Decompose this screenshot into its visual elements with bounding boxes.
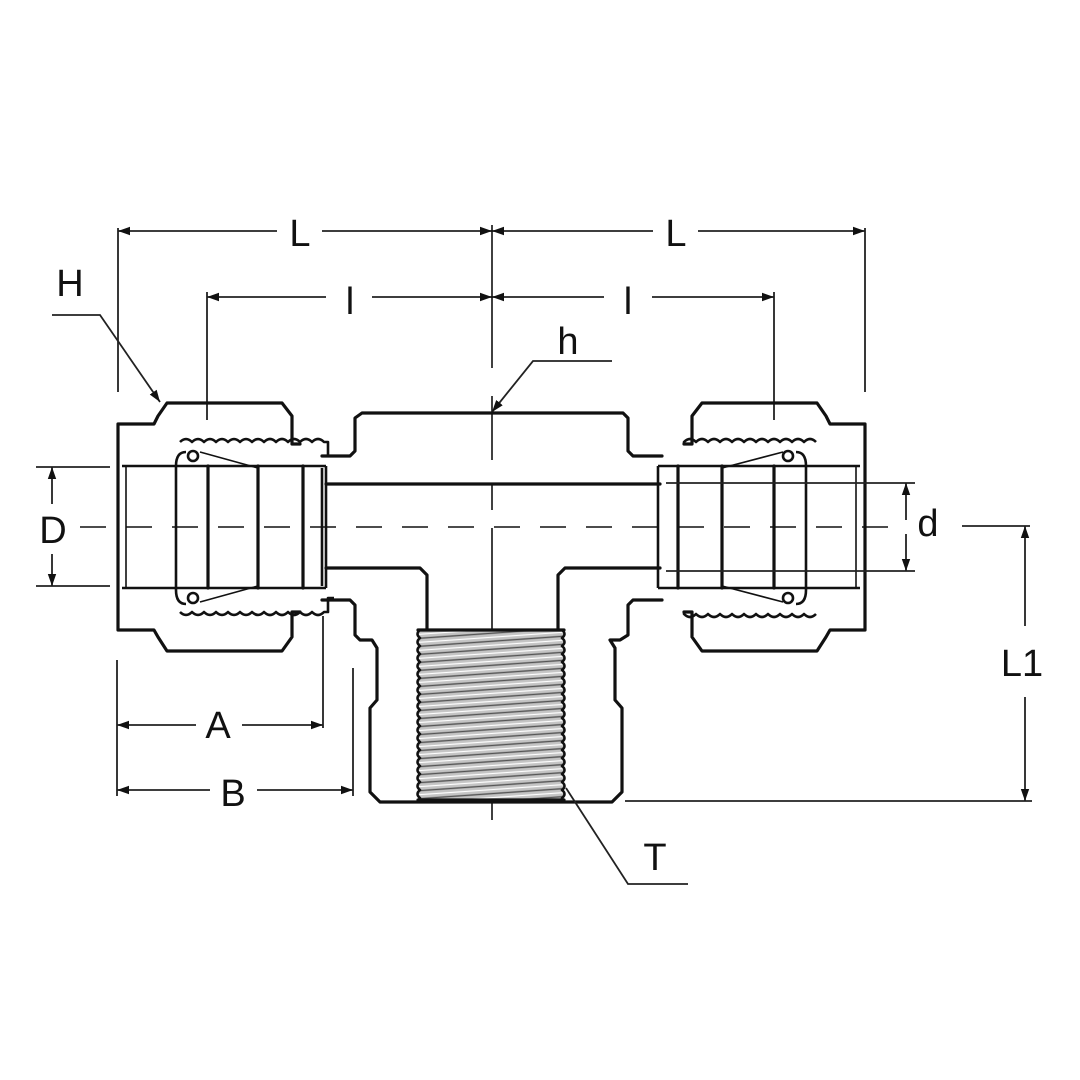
dimension-l-left: l [206,281,492,420]
label-L1: L1 [1001,643,1043,685]
branch-female-thread [416,628,566,802]
tee-body [320,411,664,804]
label-T: T [643,837,666,879]
label-L-left: L [289,213,310,255]
label-d: d [917,503,938,545]
label-D: D [39,510,66,552]
callout-H: H [52,263,161,403]
dimension-l-right: l [492,281,775,420]
label-B: B [220,773,245,815]
dimension-B: B [117,668,354,815]
dimension-L-left: L [117,213,492,392]
label-A: A [205,705,231,747]
label-l-right: l [624,281,632,323]
label-L-right: L [665,213,686,255]
dimension-L1: L1 [625,525,1043,802]
label-h: h [557,321,578,363]
callout-T: T [565,787,688,885]
dimension-d: d [666,482,939,572]
callout-h: h [491,321,612,413]
dimension-A: A [116,616,324,796]
dimension-L-right: L [492,213,866,392]
label-H: H [56,263,83,305]
right-nut [656,401,867,653]
left-nut [116,401,334,653]
label-l-left: l [346,281,354,323]
dimension-D: D [36,466,110,587]
